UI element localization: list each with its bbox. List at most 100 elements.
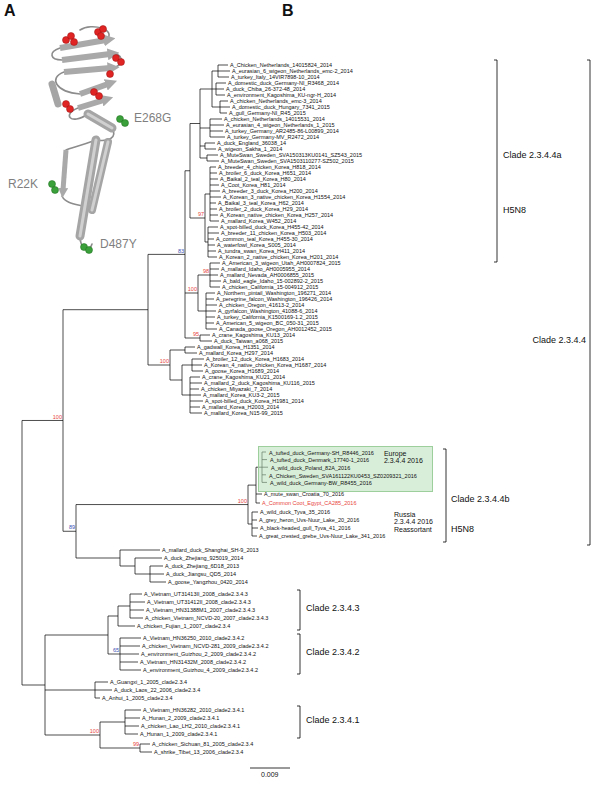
taxon-label: A_bald_eagle_Idaho_15-002892-2_2015 — [223, 278, 323, 284]
bootstrap-value: 97 — [198, 211, 204, 217]
clade-highlight: A_tufted_duck_Germany-SH_R8446_2016A_tuf… — [258, 446, 433, 492]
taxon-label: A_wild_duck_Poland_82A_2016 — [271, 465, 350, 471]
beta-strand — [63, 150, 66, 190]
taxon-label: A_chicken_Fujian_1_2007_clade2.3.4 — [137, 623, 230, 629]
taxon-label: A_goose_Yangzhou_0420_2014 — [168, 579, 248, 585]
green-sphere — [86, 247, 93, 254]
tree-branch — [148, 254, 185, 255]
mutation-label: E268G — [134, 112, 171, 126]
bootstrap-value: 100 — [90, 728, 99, 734]
tree-branch — [95, 698, 100, 699]
taxon-label: A_chicken_Netherlands_14015531_2014 — [224, 116, 325, 122]
tree-branch — [252, 528, 258, 529]
taxon-label: A_MuteSwan_Sweden_SVA1503110277-SZ502_20… — [221, 158, 354, 164]
tree-branch — [210, 191, 220, 192]
tree-branch — [198, 311, 206, 312]
tree-branch — [130, 610, 144, 611]
taxon-label: A_crane_Kagoshima_KU13_2014 — [212, 332, 295, 338]
tree-branch — [76, 504, 248, 505]
scale-label: 0.009 — [261, 771, 279, 778]
taxon-label: A_turkey_California_K1500169-1.2_2015 — [217, 314, 318, 320]
taxon-label: A_turkey_Germany-MV_R2472_2014 — [227, 134, 319, 140]
tree-branch — [108, 654, 120, 655]
tree-branch — [45, 690, 95, 691]
tree-branch — [95, 682, 108, 683]
taxon-label: A_Baikal_2_teal_Korea_H80_2014 — [220, 176, 306, 182]
bootstrap-value: 99 — [133, 741, 139, 747]
taxon-label: A_duck_Chiba_26-372-48_2014 — [226, 86, 305, 92]
tree-branch — [256, 494, 262, 495]
tree-branch — [63, 531, 76, 532]
tree-branch — [208, 227, 218, 228]
tree-branch — [63, 309, 148, 310]
tree-branch — [190, 123, 200, 124]
taxon-label: A_chicken_California_15-004912_2015 — [222, 284, 318, 290]
taxon-label: A_mallard_2_duck_Kagoshima_KU116_2015 — [204, 380, 315, 386]
tree-branch — [210, 203, 216, 204]
tree-branch — [210, 263, 220, 264]
tree-branch — [190, 377, 200, 378]
tree-branch — [200, 341, 212, 342]
bootstrap-value: 100 — [188, 286, 197, 292]
taxon-label: A_turkey_Germany_AR2485-86-L00899_2014 — [225, 128, 339, 134]
beta-strand — [64, 68, 110, 72]
red-sphere — [100, 26, 107, 33]
tree-branch — [120, 566, 135, 567]
taxon-label: A_Guangxi_1_2005_clade2.3.4 — [110, 679, 187, 685]
tree-branch — [170, 380, 182, 381]
taxon-label: A_broiler_2_duck_Korea_H29_2014 — [219, 206, 308, 212]
tree-branch — [190, 383, 202, 384]
group-label: Europe 2.3.4.4 2016 — [384, 450, 426, 465]
taxon-label: A_American_3_wigeon_Utah_AH0007824_2015 — [222, 260, 341, 266]
taxon-label: A_tufted_duck_Denmark_17740-1_2016 — [270, 457, 369, 463]
tree-branch — [216, 83, 226, 84]
tree-branch — [252, 520, 257, 521]
taxon-label: A_goose_Korea_H1689_2014 — [205, 368, 279, 374]
tree-branch — [216, 89, 224, 90]
clade-label: Clade 2.3.4.4a — [503, 150, 562, 160]
taxon-label: A_Korean_4_native_chicken_Korea_H1687_20… — [204, 362, 326, 368]
clade-bracket — [443, 449, 446, 542]
taxon-label: A_Vietnam_HN31432M_2008_clade2.3.4.2 — [140, 659, 246, 665]
tree-branch — [190, 218, 205, 219]
taxon-label: A_crane_Kagoshima_KU21_2014 — [202, 374, 285, 380]
taxon-label: A_mallard_Idaho_AH0005955_2014 — [221, 266, 310, 272]
taxon-label: A_Northern_pintail_Washington_196271_201… — [217, 290, 331, 296]
taxon-label: A_spot-billed_duck_Korea_H1981_2014 — [205, 398, 304, 404]
helix — [88, 114, 112, 128]
taxon-label: A_turkey_Italy_14VIR7898-10_2014 — [231, 74, 320, 80]
taxon-label: A_Vietnam_HN31388M1_2007_clade2.3.4.3 — [146, 607, 255, 613]
bootstrap-value: 100 — [53, 414, 62, 420]
taxon-label: A_Hunan_1_2009_clade2.3.4.1 — [140, 731, 217, 737]
tree-branch — [205, 149, 216, 150]
tree-branch — [185, 293, 198, 294]
tree-branch — [108, 616, 118, 617]
tree-branch — [205, 194, 210, 195]
tree-branch — [130, 618, 143, 619]
taxon-label: A_chicken_Netherlands_emc-3_2014 — [230, 98, 322, 104]
tree-branch — [212, 89, 216, 90]
tree-branch — [210, 209, 217, 210]
taxon-label: A_duck_Jiangsu_QD5_2014 — [166, 571, 236, 577]
taxon-label: A_gull_Germany-NI_R45_2015 — [229, 110, 306, 116]
clade-bracket — [297, 706, 300, 738]
taxon-label: A_duck_Taiwan_a068_2015 — [214, 338, 283, 344]
taxon-label: A_Vietnam_HN36282_2010_clade2.3.4.1 — [143, 707, 244, 713]
taxon-label: A_Anhui_1_2005_clade2.3.4 — [102, 695, 173, 701]
tree-branch — [210, 185, 219, 186]
tree-branch — [205, 242, 208, 243]
red-sphere — [67, 106, 74, 113]
protein-loop — [56, 72, 80, 94]
group-label: Russia 2.3.4.4 2016 Reassortant — [394, 511, 436, 533]
tree-branch — [220, 107, 230, 108]
tree-branch — [210, 179, 218, 180]
tree-branch — [182, 365, 192, 366]
taxon-label: A_wigeon_Sakha_1_2014 — [218, 146, 282, 152]
tree-branch — [208, 257, 217, 258]
tree-branch — [190, 401, 203, 402]
tree-branch — [200, 335, 210, 336]
taxon-label: A_environment_Guizhou_2_2009_clade2.3.4.… — [141, 651, 256, 657]
taxon-label: A_waterfowl_Korea_S005_2014 — [217, 242, 296, 248]
taxon-label: A_chicken_Miyazaki_7_2014 — [201, 386, 272, 392]
